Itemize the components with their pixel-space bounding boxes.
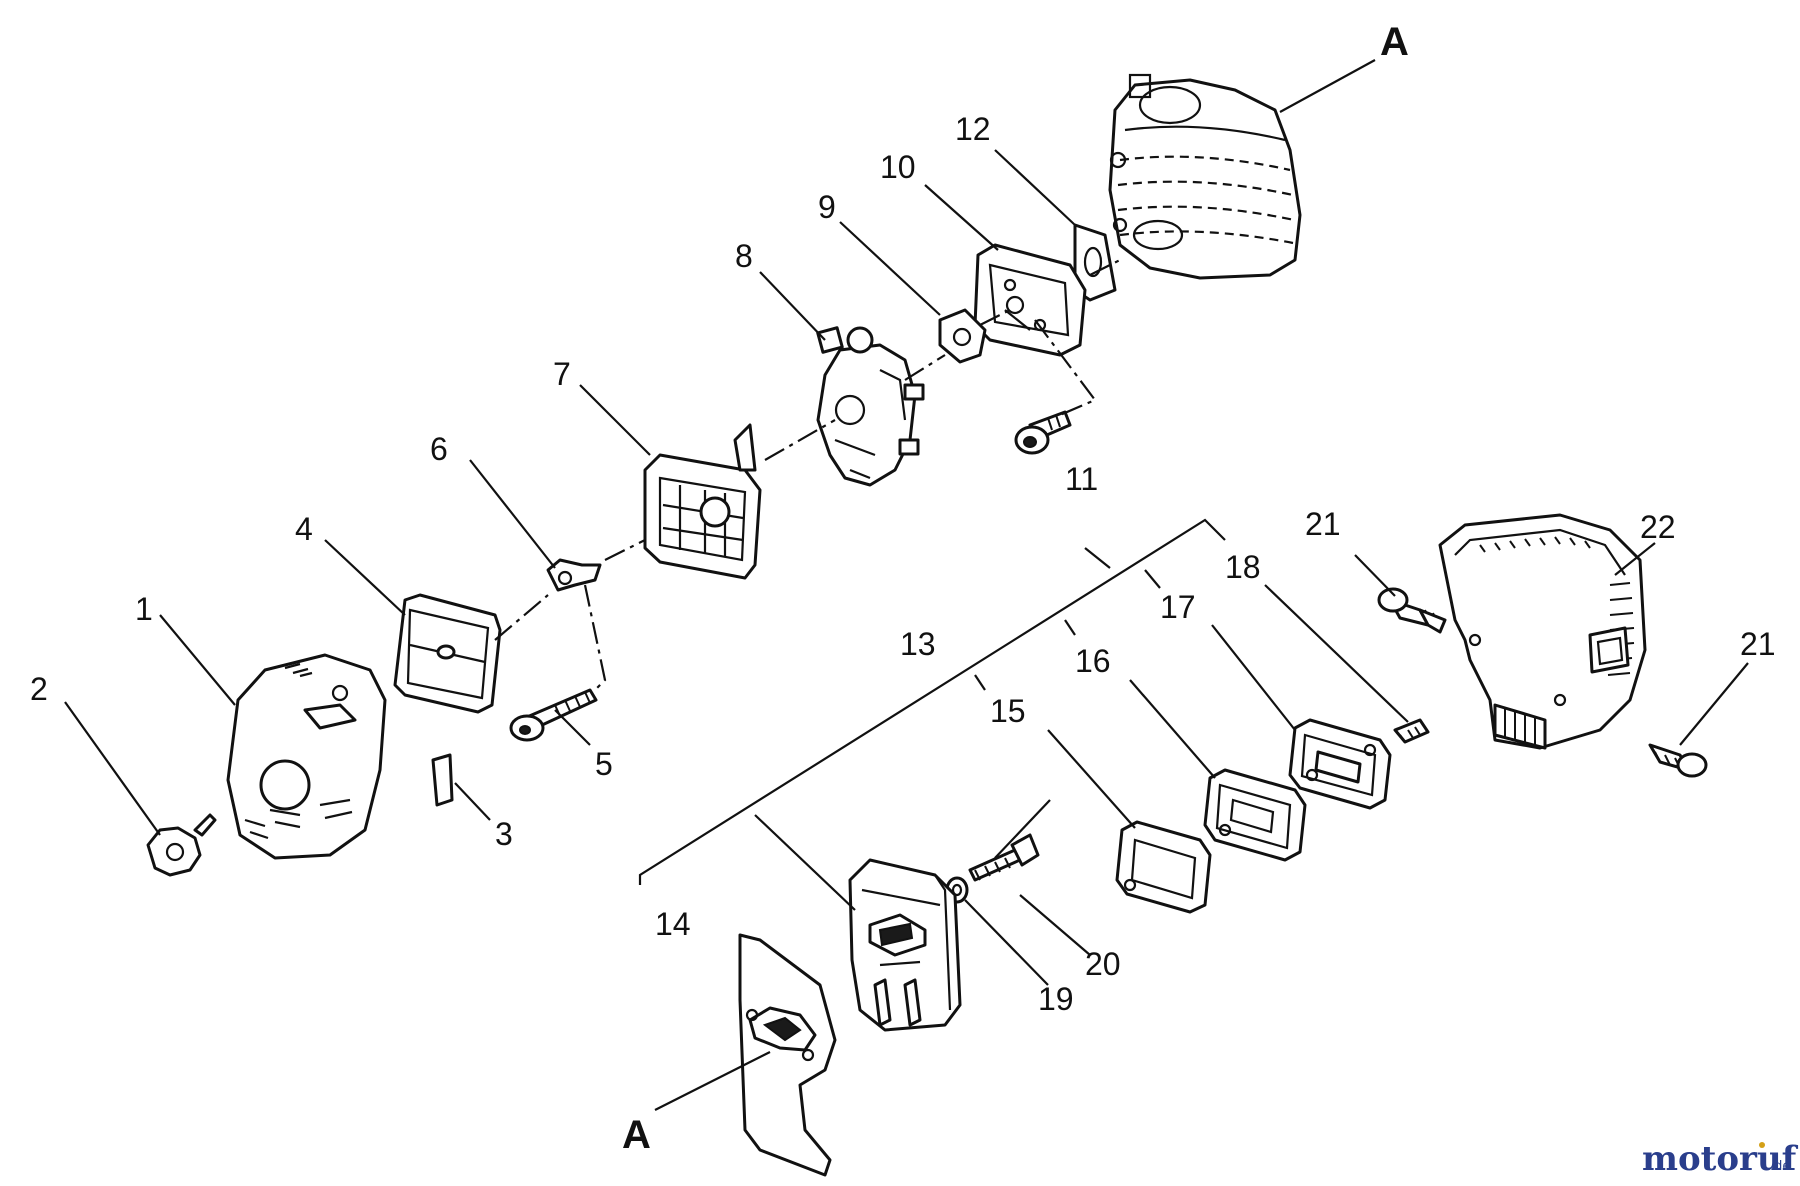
callout-10: 10 bbox=[880, 149, 916, 185]
carburetor-8 bbox=[816, 326, 925, 487]
callout-1: 1 bbox=[135, 591, 153, 627]
callout-19: 19 bbox=[1038, 981, 1074, 1017]
assembly-lines bbox=[494, 259, 1121, 691]
watermark-logo: motoruf .de bbox=[1642, 1139, 1799, 1179]
bolt-21-left bbox=[1377, 587, 1447, 634]
callout-6: 6 bbox=[430, 431, 448, 467]
callout-11: 11 bbox=[1065, 461, 1098, 497]
bolt-5 bbox=[509, 688, 598, 742]
callout-7: 7 bbox=[553, 356, 571, 392]
bolt-20 bbox=[968, 833, 1040, 882]
bracket-6 bbox=[546, 558, 602, 592]
air-cleaner-case-7 bbox=[643, 423, 762, 580]
callout-13: 13 bbox=[900, 626, 936, 662]
callout-20: 20 bbox=[1085, 946, 1121, 982]
muffler-cover-22 bbox=[1438, 513, 1647, 750]
muffler-13 bbox=[848, 858, 962, 1032]
knob-2 bbox=[146, 813, 217, 877]
callout-16: 16 bbox=[1075, 643, 1111, 679]
gasket-16 bbox=[1203, 768, 1307, 862]
callout-12: 12 bbox=[955, 111, 991, 147]
callout-labels: 1 2 3 4 5 6 7 8 9 10 11 12 13 14 15 16 1… bbox=[30, 20, 1776, 1157]
bolt-18 bbox=[1393, 718, 1430, 744]
callout-21-right: 21 bbox=[1740, 626, 1776, 662]
leader-a-top bbox=[1279, 59, 1376, 113]
air-filter-element-4 bbox=[393, 593, 502, 714]
insulator-10 bbox=[973, 243, 1087, 357]
callout-3: 3 bbox=[495, 816, 513, 852]
gasket-9 bbox=[938, 308, 987, 364]
reference-a-top: A bbox=[1380, 20, 1409, 64]
reference-a-bottom: A bbox=[622, 1113, 651, 1157]
watermark-brand: motoruf bbox=[1642, 1139, 1799, 1179]
bolt-11 bbox=[1014, 410, 1072, 455]
callout-9: 9 bbox=[818, 189, 836, 225]
callout-21-left: 21 bbox=[1305, 506, 1341, 542]
callout-5: 5 bbox=[595, 746, 613, 782]
callout-2: 2 bbox=[30, 671, 48, 707]
watermark-dot bbox=[1759, 1142, 1765, 1148]
label-3 bbox=[431, 753, 454, 807]
cylinder bbox=[1108, 73, 1302, 280]
callout-leaders bbox=[64, 149, 1749, 986]
callout-8: 8 bbox=[735, 238, 753, 274]
callout-22: 22 bbox=[1640, 509, 1676, 545]
bolt-21-right bbox=[1648, 743, 1708, 778]
gasket-15 bbox=[1115, 820, 1212, 914]
callout-15: 15 bbox=[990, 693, 1026, 729]
air-cleaner-cover-1 bbox=[226, 653, 387, 860]
callout-17: 17 bbox=[1160, 589, 1196, 625]
watermark-suffix: .de bbox=[1770, 1159, 1790, 1174]
plate-14 bbox=[738, 933, 837, 1177]
leader-a-bottom bbox=[654, 1051, 771, 1111]
callout-4: 4 bbox=[295, 511, 313, 547]
group-bracket bbox=[638, 518, 1226, 911]
callout-18: 18 bbox=[1225, 549, 1261, 585]
gasket-17 bbox=[1288, 718, 1392, 810]
callout-14: 14 bbox=[655, 906, 691, 942]
